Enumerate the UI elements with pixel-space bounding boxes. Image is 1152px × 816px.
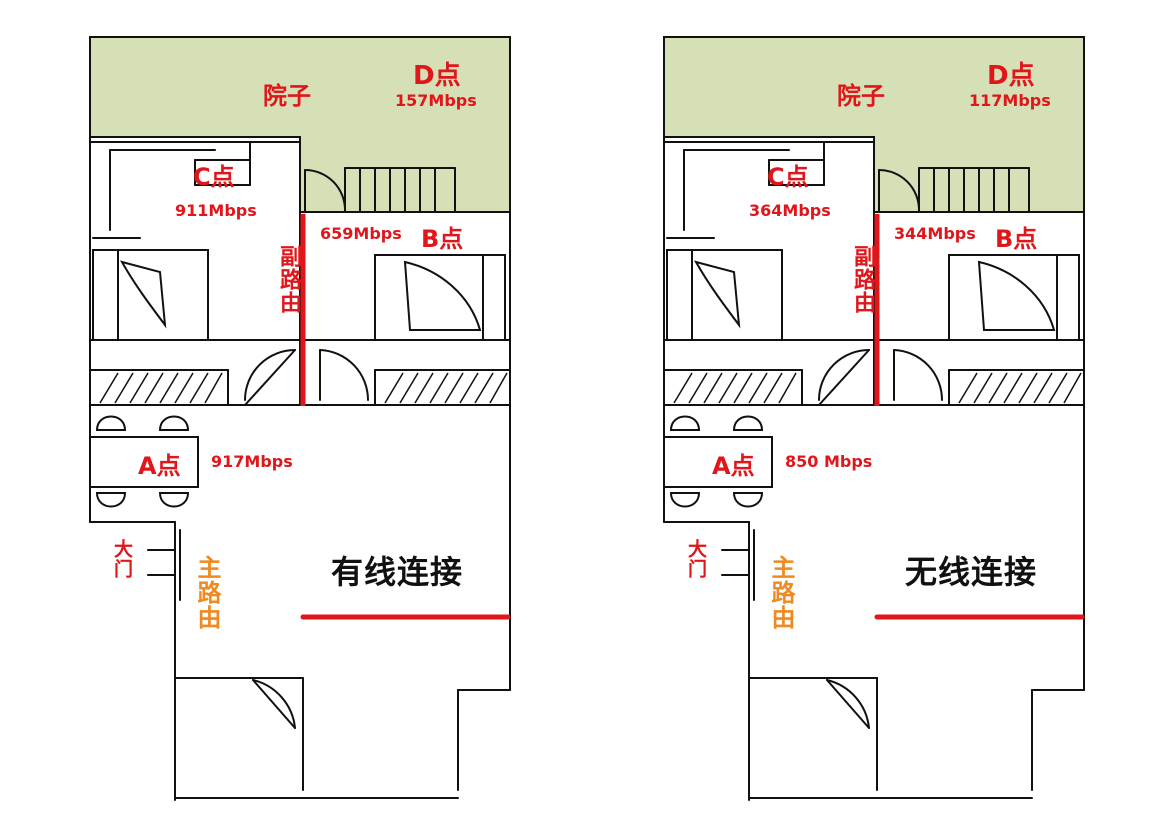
- point-d-label: D点: [987, 61, 1035, 91]
- connection-type-title: 无线连接: [905, 553, 1038, 591]
- point-d-speed: 117Mbps: [969, 91, 1051, 110]
- point-c-label: C点: [767, 163, 809, 191]
- point-a-speed: 850 Mbps: [785, 452, 873, 471]
- gate-label: 大门: [111, 539, 133, 579]
- floor-plan-wireless: 院子 D点 117Mbps C点 364Mbps 344Mbps B点 副路由 …: [574, 0, 1150, 816]
- floor-plan-drawing: [89, 36, 511, 801]
- floor-plan-drawing: [663, 36, 1085, 801]
- gate-label: 大门: [685, 539, 707, 579]
- main-router-label: 主路由: [193, 555, 221, 630]
- yard-label: 院子: [263, 82, 311, 110]
- point-a-label: A点: [138, 452, 181, 480]
- chair-icon: [669, 415, 764, 508]
- point-d-speed: 157Mbps: [395, 91, 477, 110]
- point-b-label: B点: [421, 225, 464, 253]
- main-router-label: 主路由: [767, 555, 795, 630]
- chair-icon: [95, 415, 190, 508]
- floor-plan-wired: 院子 D点 157Mbps C点 911Mbps 659Mbps B点 副路由 …: [89, 36, 511, 801]
- point-a-label: A点: [712, 452, 755, 480]
- point-b-speed: 344Mbps: [894, 224, 976, 243]
- wall-lines: [663, 136, 1085, 801]
- point-b-speed: 659Mbps: [320, 224, 402, 243]
- closet-hatching: [99, 372, 508, 404]
- point-c-speed: 911Mbps: [175, 201, 257, 220]
- point-c-speed: 364Mbps: [749, 201, 831, 220]
- point-a-speed: 917Mbps: [211, 452, 293, 471]
- sub-router-label: 副路由: [850, 245, 875, 314]
- sub-router-label: 副路由: [276, 245, 301, 314]
- closet-hatching: [673, 372, 1082, 404]
- point-c-label: C点: [193, 163, 235, 191]
- wall-lines: [89, 136, 511, 801]
- connection-type-title: 有线连接: [331, 553, 464, 591]
- yard-label: 院子: [837, 82, 885, 110]
- point-d-label: D点: [413, 61, 461, 91]
- point-b-label: B点: [995, 225, 1038, 253]
